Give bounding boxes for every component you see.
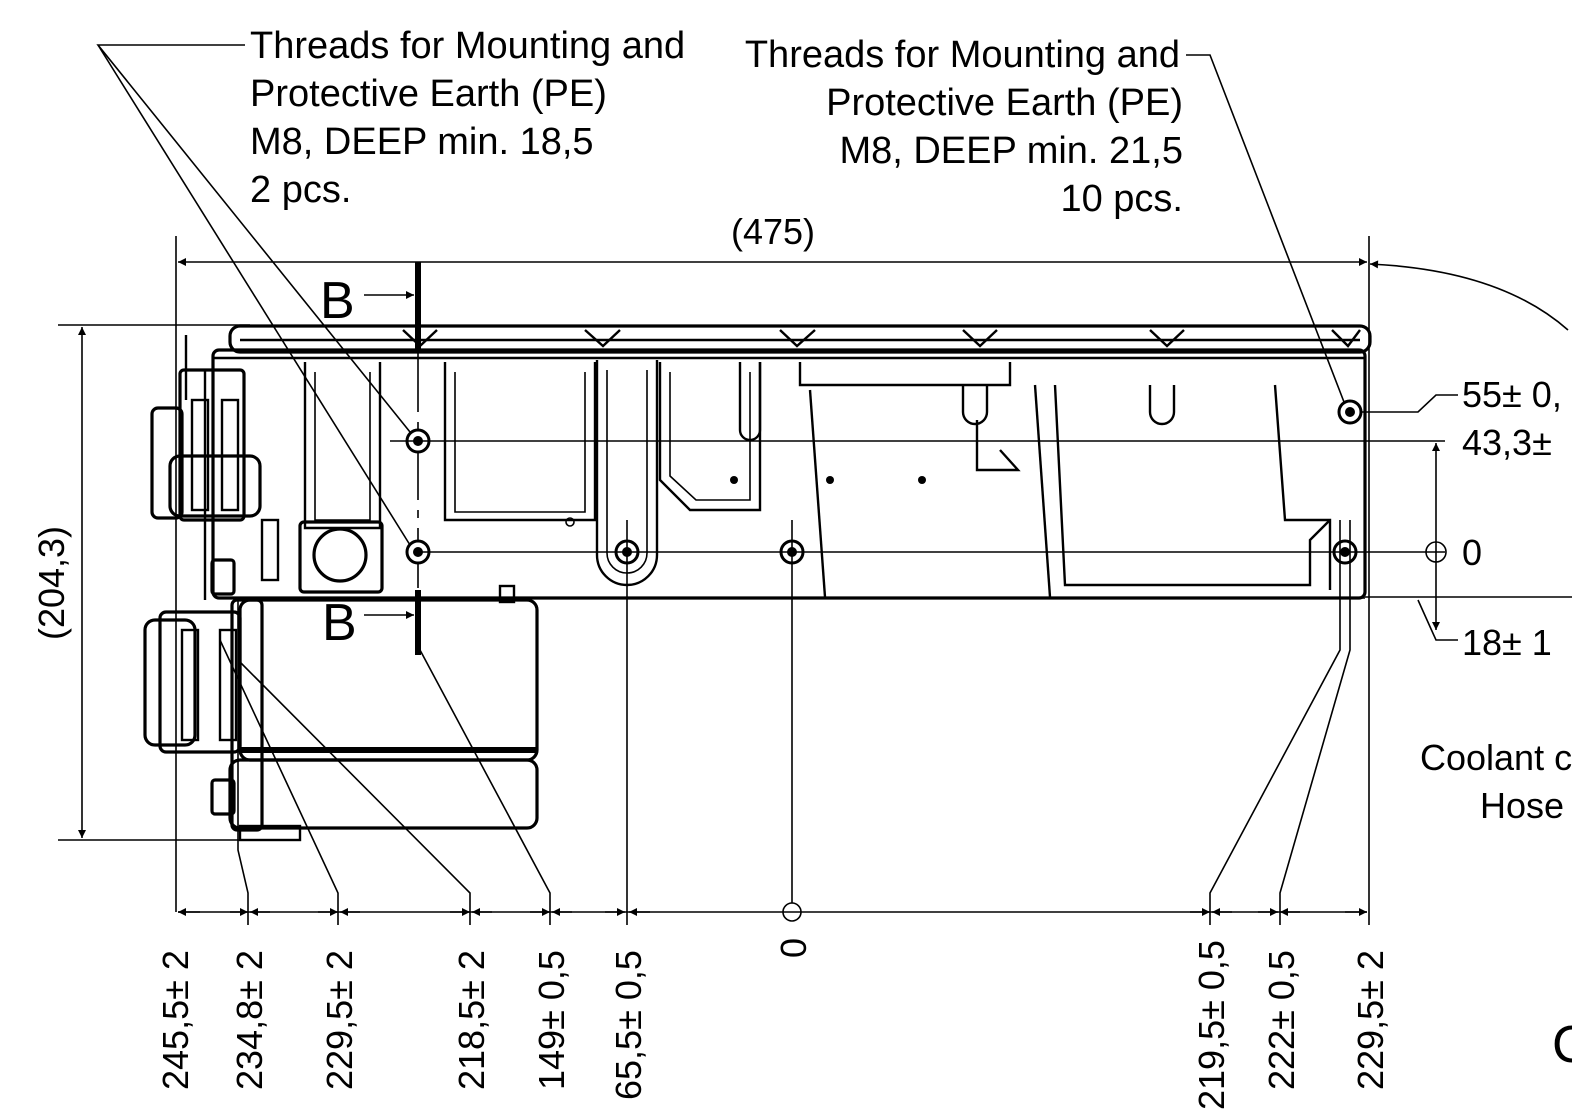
- section-label-top: B: [320, 272, 355, 330]
- housing-body: [143, 324, 1572, 842]
- leader-right-upper: [1186, 54, 1345, 403]
- note-left-line2: Protective Earth (PE): [250, 73, 607, 115]
- note-right-line4: 10 pcs.: [1060, 178, 1183, 220]
- dim-bottom-5: 149± 0,5: [531, 950, 572, 1090]
- dim-bottom-3: 229,5± 2: [319, 950, 360, 1090]
- note-right-line2: Protective Earth (PE): [826, 82, 1183, 124]
- dim-bottom-6: 65,5± 0,5: [608, 950, 649, 1100]
- leader-left-lower: [97, 44, 411, 546]
- dim-55-label: 55± 0,: [1462, 374, 1562, 415]
- dim-bottom-4: 218,5± 2: [451, 950, 492, 1090]
- dim-bottom-9: 222± 0,5: [1261, 950, 1302, 1090]
- corner-letter: C: [1552, 1016, 1572, 1074]
- dim-bottom-2: 234,8± 2: [229, 950, 270, 1090]
- note-right: Threads for Mounting and Protective Eart…: [745, 34, 1183, 220]
- round-boss: [298, 520, 384, 594]
- note-left-line3: M8, DEEP min. 18,5: [250, 121, 594, 163]
- dim-18-label: 18± 1: [1462, 622, 1552, 663]
- note-coolant-line1: Coolant c: [1420, 737, 1572, 778]
- note-right-line1: Threads for Mounting and: [745, 34, 1180, 76]
- dim-bottom-10: 229,5± 2: [1350, 950, 1391, 1090]
- note-left: Threads for Mounting and Protective Eart…: [250, 25, 685, 211]
- connector-upper: [150, 335, 262, 600]
- note-left-line1: Threads for Mounting and: [250, 25, 685, 67]
- section-label-bottom: B: [322, 594, 357, 652]
- dim-bottom-7: 0: [773, 938, 814, 958]
- hole: [1337, 399, 1363, 425]
- note-right-line3: M8, DEEP min. 21,5: [839, 130, 1183, 172]
- dim-bottom-8: 219,5± 0,5: [1191, 940, 1232, 1110]
- section-line-b: B B: [320, 262, 421, 655]
- dims-bottom: 245,5± 2 234,8± 2 229,5± 2 218,5± 2 149±…: [155, 520, 1391, 1110]
- dim-overall-height: (204,3): [31, 324, 300, 841]
- dims-vertical: 55± 0, 43,3± 0 18± 1: [390, 374, 1562, 663]
- dim-bottom-1: 245,5± 2: [155, 950, 196, 1090]
- dim-43-label: 43,3±: [1462, 422, 1552, 463]
- dim-length-label: (475): [731, 211, 815, 252]
- dim-0-label: 0: [1462, 532, 1482, 573]
- connector-lower: [143, 558, 242, 816]
- note-coolant-line2: Hose: [1480, 785, 1564, 826]
- note-coolant: Coolant c Hose C: [1420, 737, 1572, 1074]
- note-left-line4: 2 pcs.: [250, 169, 351, 211]
- dim-height-label: (204,3): [31, 526, 72, 640]
- note-leaders: [96, 44, 1345, 546]
- threaded-holes: [405, 399, 1363, 565]
